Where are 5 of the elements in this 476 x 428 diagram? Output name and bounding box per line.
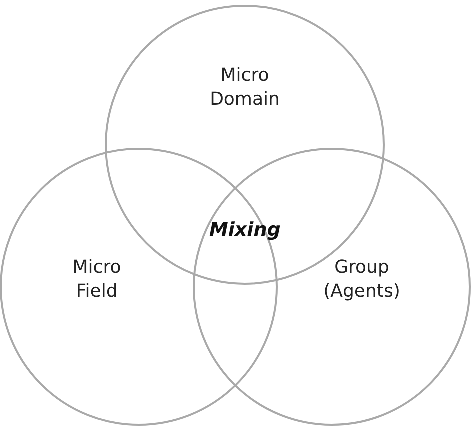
venn-circle (193, 148, 471, 426)
circle-label: Micro Domain (209, 64, 281, 112)
overlap-label: Mixing (210, 219, 281, 241)
circle-label: Group (Agents) (322, 256, 402, 304)
circle-label: Micro Field (72, 256, 122, 304)
